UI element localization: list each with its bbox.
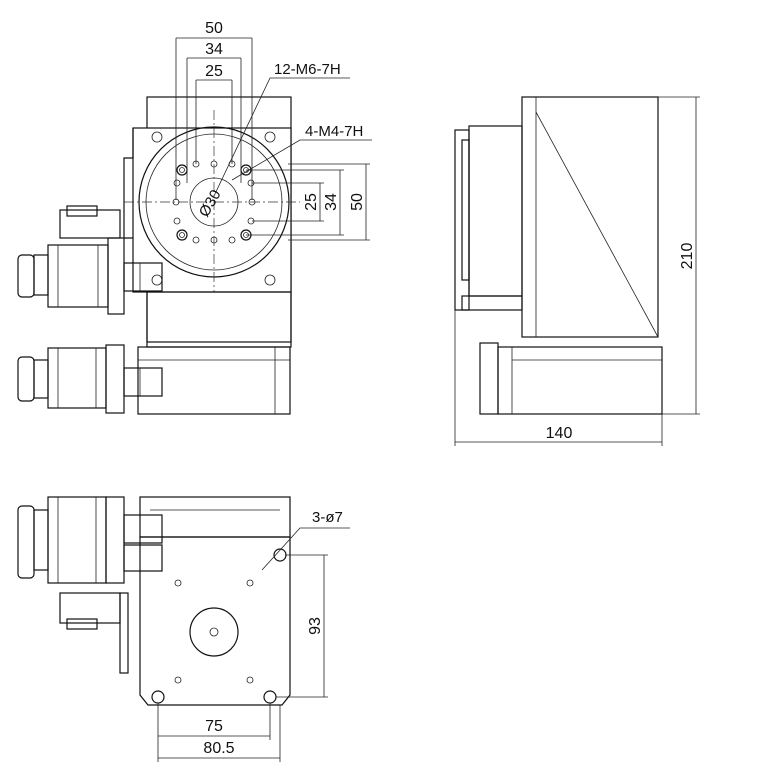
lower-stage [137,346,291,415]
callout-m4: 4-M4-7H [305,123,363,140]
base-block [146,291,292,343]
corner-hole [151,131,163,143]
dim-93-label: 93 [307,617,324,635]
holes-leader [261,527,350,571]
m4-leader [231,139,372,181]
dim-25-label: 25 [205,63,223,80]
bottom-motor-b [59,592,129,674]
top-view: 50 34 25 12-M6-7H 4-M4-7H Ø30 25 34 50 [17,20,372,415]
m6-leader [213,77,350,197]
lower-motor-side [479,342,499,415]
bottom-view: 3-ø7 93 75 80.5 [17,496,350,762]
side-height-label: 210 [679,243,696,270]
side-view: 210 140 [454,96,700,446]
bottom-center-boss [189,607,239,657]
lower-motor [17,344,163,414]
bottom-mount-holes [151,548,287,704]
bottom-motor-a [17,496,163,584]
side-width-label: 140 [546,425,573,442]
upper-stage-body [132,127,292,293]
stage-side-flange [123,128,134,239]
bottom-small-holes [174,579,254,684]
vdim-50-label: 50 [349,193,366,211]
dim-80-5-label: 80.5 [203,740,234,757]
vdim-25-label: 25 [303,193,320,211]
upper-stage-side [468,125,523,297]
gusset-diagonal [535,111,659,338]
dim-50-label: 50 [205,20,223,37]
bottom-base-plate [139,536,291,706]
callout-m6: 12-M6-7H [274,61,341,78]
lower-stage-side [497,346,663,415]
callout-holes: 3-ø7 [312,509,343,526]
corner-hole [264,131,276,143]
dim-34-label: 34 [205,41,223,58]
top-dims [175,37,253,200]
upper-motor [17,205,163,315]
top-vdims [246,163,370,241]
corner-hole [264,274,276,286]
angle-bracket-plate [521,96,659,338]
dim-75-label: 75 [205,718,223,735]
vdim-34-label: 34 [323,193,340,211]
